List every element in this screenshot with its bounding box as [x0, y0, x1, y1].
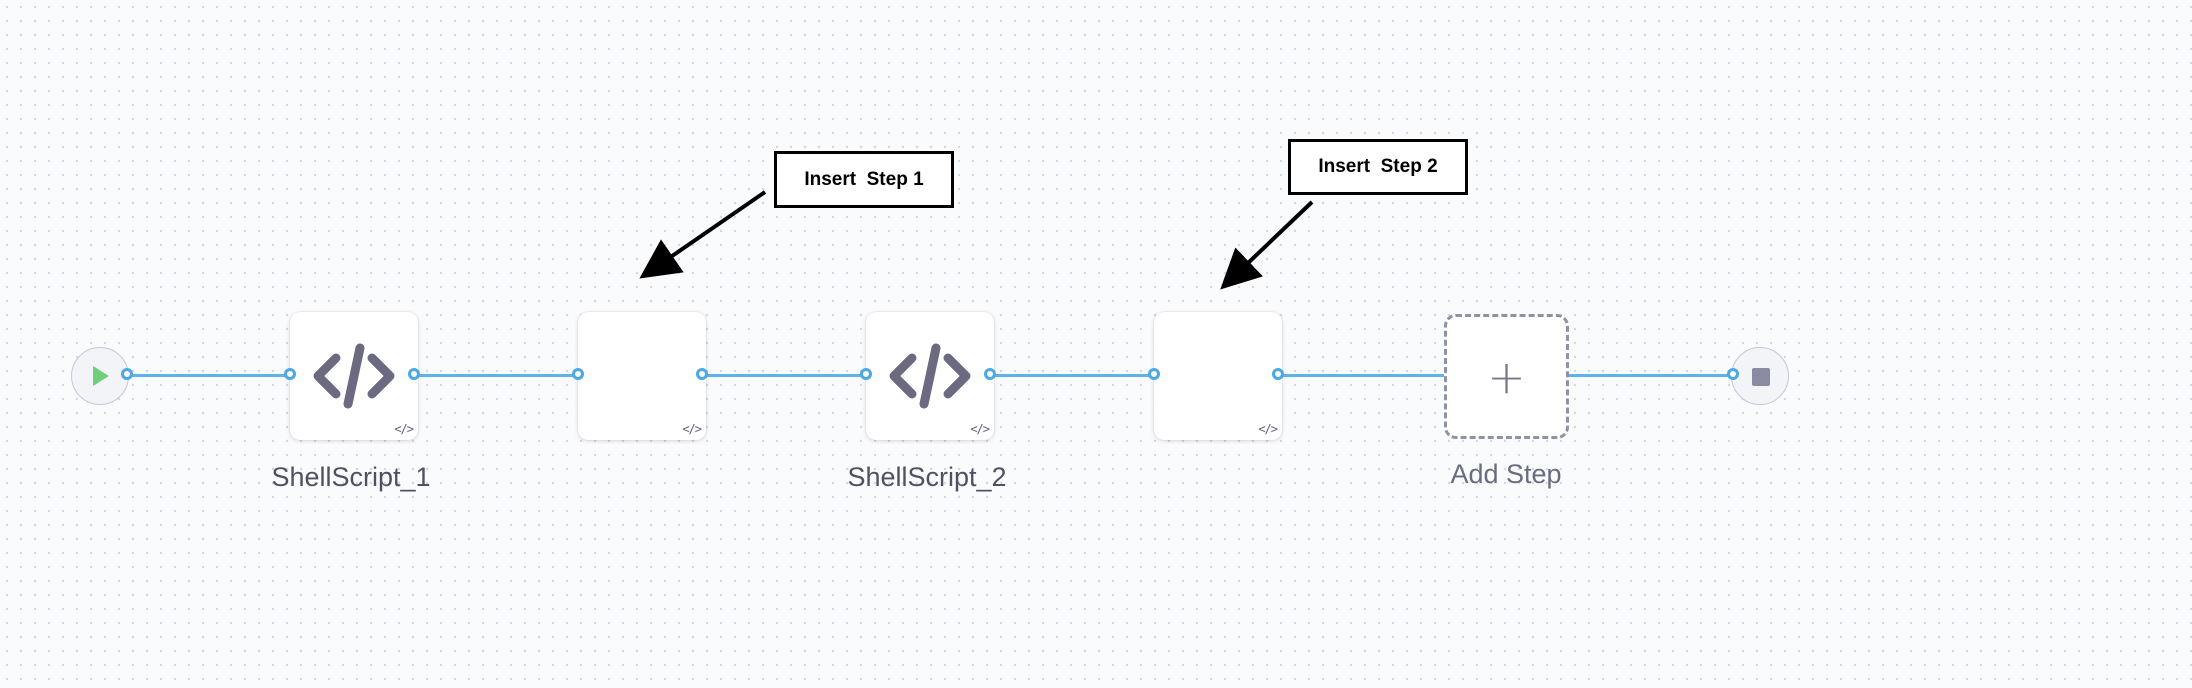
input-port[interactable] — [860, 368, 872, 380]
input-port[interactable] — [284, 368, 296, 380]
output-port[interactable] — [408, 368, 420, 380]
arrow-insert-step-1 — [639, 190, 767, 279]
callout-insert-step-1: Insert Step 1 — [774, 151, 954, 208]
add-step-button[interactable]: + — [1444, 314, 1569, 439]
code-icon — [313, 343, 395, 409]
pipeline-end-node[interactable] — [1731, 347, 1789, 405]
input-port[interactable] — [572, 368, 584, 380]
play-icon — [93, 366, 109, 386]
output-port[interactable] — [1272, 368, 1284, 380]
code-badge-icon: </> — [970, 422, 990, 436]
input-port[interactable] — [1148, 368, 1160, 380]
step-node-shellscript-1[interactable]: </> — [290, 312, 418, 440]
output-port[interactable] — [121, 368, 133, 380]
callout-insert-step-2: Insert Step 2 — [1288, 139, 1468, 195]
code-icon — [889, 343, 971, 409]
input-port[interactable] — [1727, 368, 1739, 380]
arrow-insert-step-2 — [1220, 200, 1314, 290]
code-badge-icon: </> — [1258, 422, 1278, 436]
step-node-insert-1[interactable]: </> — [578, 312, 706, 440]
connector-line — [990, 374, 1154, 377]
output-port[interactable] — [984, 368, 996, 380]
connector-line — [1278, 374, 1446, 377]
step-label: ShellScript_2 — [847, 462, 1007, 492]
connector-line — [702, 374, 866, 377]
output-port[interactable] — [696, 368, 708, 380]
step-node-insert-2[interactable]: </> — [1154, 312, 1282, 440]
code-badge-icon: </> — [682, 422, 702, 436]
add-step-label[interactable]: Add Step — [1450, 459, 1562, 489]
stop-icon — [1752, 368, 1770, 386]
plus-icon: + — [1487, 349, 1526, 404]
step-node-shellscript-2[interactable]: </> — [866, 312, 994, 440]
code-badge-icon: </> — [394, 422, 414, 436]
step-label: ShellScript_1 — [271, 462, 431, 492]
connector-line — [127, 374, 290, 377]
connector-line — [414, 374, 578, 377]
connector-line — [1567, 374, 1733, 377]
